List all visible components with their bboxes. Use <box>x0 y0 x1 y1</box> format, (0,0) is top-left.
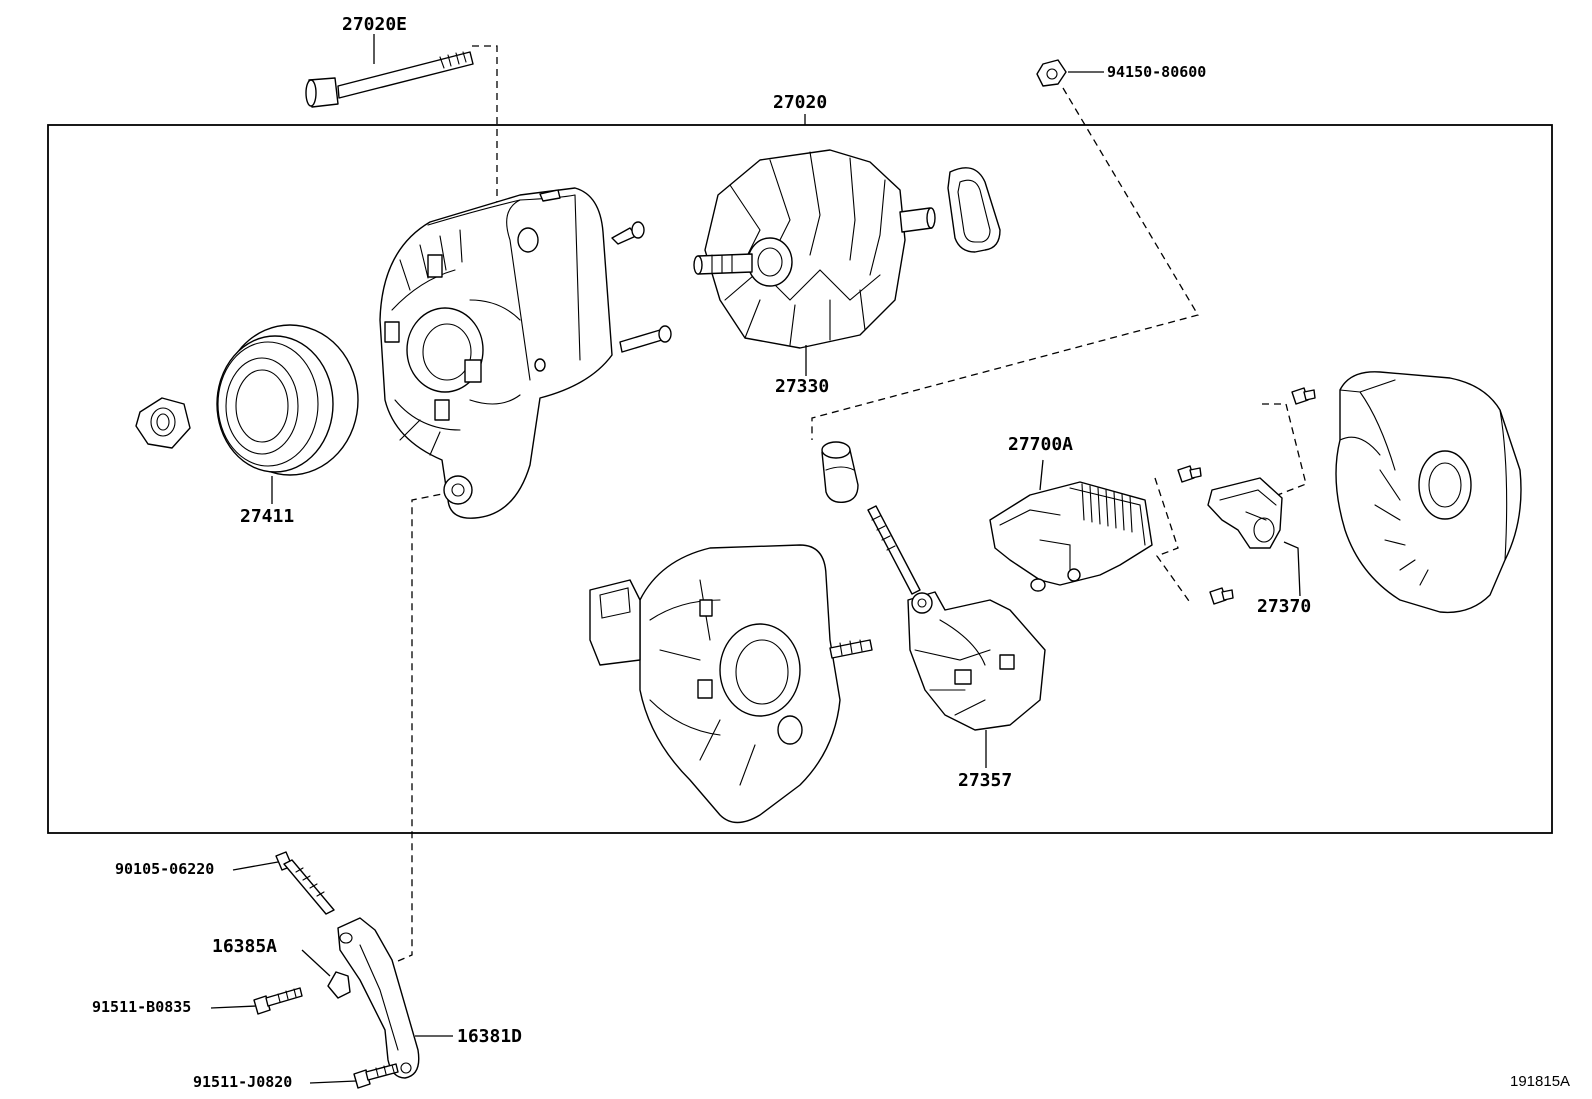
rotor <box>693 149 936 349</box>
seal-ring <box>947 167 1001 253</box>
terminal-grommet <box>821 441 859 503</box>
label-16385A: 16385A <box>212 936 277 957</box>
pulley <box>216 324 359 476</box>
assembly-frame <box>47 124 1553 834</box>
rectifier-end-frame <box>589 544 873 824</box>
label-27411: 27411 <box>240 506 294 527</box>
label-16381D: 16381D <box>457 1026 522 1047</box>
figure-id: 191815A <box>1510 1073 1570 1090</box>
brush-holder <box>907 591 1046 731</box>
label-90105-06220: 90105-06220 <box>115 860 214 878</box>
ic-regulator <box>989 481 1153 592</box>
terminal-bolt <box>867 505 921 595</box>
label-27020E: 27020E <box>342 14 407 35</box>
rear-end-cover <box>1335 371 1522 614</box>
regulator-screws <box>1177 387 1316 605</box>
nut-top <box>1036 59 1067 87</box>
label-27020: 27020 <box>773 92 827 113</box>
label-27357: 27357 <box>958 770 1012 791</box>
label-27370: 27370 <box>1257 596 1311 617</box>
pulley-nut <box>135 397 191 449</box>
label-27330: 27330 <box>775 376 829 397</box>
leader-lines <box>210 34 1301 1084</box>
drive-end-frame <box>379 187 672 519</box>
terminal-holder <box>1207 477 1283 549</box>
part-labels: 27020E 94150-80600 27020 27330 27411 277… <box>92 14 1570 1091</box>
dashed-guides <box>397 45 1307 962</box>
label-27700A: 27700A <box>1008 434 1073 455</box>
label-94150-80600: 94150-80600 <box>1107 63 1206 81</box>
label-91511-B0835: 91511-B0835 <box>92 998 191 1016</box>
through-bolt <box>305 51 474 108</box>
label-91511-J0820: 91511-J0820 <box>193 1073 292 1091</box>
bracket-hardware <box>253 851 420 1089</box>
